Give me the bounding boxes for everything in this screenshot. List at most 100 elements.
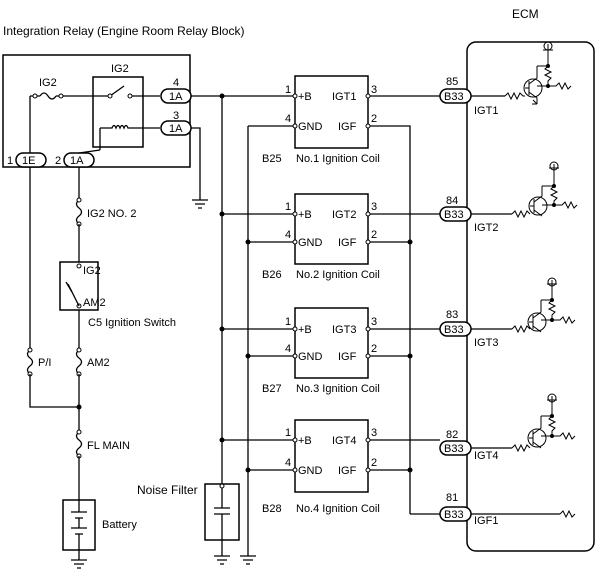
ignition-coil-3: 1 4 3 2 +B GND IGT3 IGF B27 No.3 Ignitio… <box>262 307 380 395</box>
svg-text:IGF: IGF <box>338 351 357 363</box>
svg-text:81: 81 <box>446 492 458 504</box>
resistor-icon <box>511 324 531 334</box>
svg-text:2: 2 <box>371 229 377 241</box>
ecm-pin-83: 83 B33 IGT3 <box>439 309 498 349</box>
svg-text:IGT4: IGT4 <box>332 435 356 447</box>
svg-text:2: 2 <box>371 457 377 469</box>
svg-text:No.4 Ignition Coil: No.4 Ignition Coil <box>296 503 380 515</box>
svg-text:IGT1: IGT1 <box>474 105 498 117</box>
ground-icon <box>192 199 208 209</box>
svg-text:+B: +B <box>298 91 312 103</box>
svg-text:No.3 Ignition Coil: No.3 Ignition Coil <box>296 383 380 395</box>
ecm-pin-81: 81 B33 IGF1 <box>439 492 498 527</box>
svg-text:B33: B33 <box>444 509 464 521</box>
svg-text:No.1 Ignition Coil: No.1 Ignition Coil <box>296 153 380 165</box>
svg-text:GND: GND <box>298 351 323 363</box>
relay-pin-2-num: 2 <box>55 155 61 167</box>
svg-text:85: 85 <box>446 76 458 88</box>
svg-text:+B: +B <box>298 209 312 221</box>
fl-main-fuse-icon <box>75 431 83 457</box>
svg-text:1: 1 <box>285 84 291 96</box>
svg-text:+B: +B <box>298 435 312 447</box>
fl-main-label: FL MAIN <box>87 440 130 452</box>
relay-coil-icon <box>100 124 143 130</box>
resistor-icon <box>511 443 531 453</box>
transistor-circuit-2 <box>471 161 578 219</box>
battery-label: Battery <box>102 519 137 531</box>
switch-am2-label: AM2 <box>83 297 106 309</box>
svg-text:3: 3 <box>371 427 377 439</box>
svg-text:3: 3 <box>371 84 377 96</box>
am2-fuse-icon <box>75 349 83 375</box>
relay-pin-1-num: 1 <box>7 155 13 167</box>
capacitor-icon <box>214 488 230 540</box>
svg-text:B26: B26 <box>262 269 282 281</box>
battery-ground-icon <box>71 559 87 569</box>
svg-text:IGF: IGF <box>338 465 357 477</box>
svg-text:1: 1 <box>285 201 291 213</box>
svg-text:GND: GND <box>298 465 323 477</box>
ground-bus-ground-icon <box>240 555 256 565</box>
battery-icon <box>71 500 87 550</box>
ig2-fuse-label: IG2 <box>39 77 57 89</box>
relay-pin-4-num: 4 <box>173 77 179 89</box>
svg-text:2: 2 <box>371 343 377 355</box>
svg-text:IGF: IGF <box>338 121 357 133</box>
svg-text:B27: B27 <box>262 383 282 395</box>
svg-text:B33: B33 <box>444 324 464 336</box>
svg-text:GND: GND <box>298 237 323 249</box>
pi-fuse-icon <box>26 349 34 375</box>
ig2-no2-label: IG2 NO. 2 <box>87 208 137 220</box>
relay-pin-3-num: 3 <box>173 110 179 122</box>
svg-text:83: 83 <box>446 309 458 321</box>
svg-text:3: 3 <box>371 316 377 328</box>
ignition-coil-1: 1 4 3 2 +B GND IGT1 IGF B25 No.1 Ignitio… <box>262 75 380 165</box>
svg-text:B33: B33 <box>444 443 464 455</box>
svg-text:IGT3: IGT3 <box>332 324 356 336</box>
switch-ig2-label: IG2 <box>83 265 101 277</box>
svg-text:4: 4 <box>285 229 291 241</box>
ecm-pin-85: 85 B33 IGT1 <box>439 76 498 117</box>
svg-text:4: 4 <box>285 113 291 125</box>
svg-text:IGT1: IGT1 <box>332 91 356 103</box>
resistor-icon <box>511 209 531 219</box>
igf-bus <box>368 125 411 514</box>
ecm-pin-84: 84 B33 IGT2 <box>439 195 498 234</box>
ecm-title: ECM <box>512 7 539 21</box>
svg-text:82: 82 <box>446 429 458 441</box>
svg-text:IGF: IGF <box>338 237 357 249</box>
svg-text:1: 1 <box>285 427 291 439</box>
svg-text:No.2 Ignition Coil: No.2 Ignition Coil <box>296 269 380 281</box>
svg-text:2: 2 <box>371 113 377 125</box>
svg-text:IGF1: IGF1 <box>474 515 498 527</box>
noise-filter-label: Noise Filter <box>137 483 198 497</box>
svg-text:B33: B33 <box>444 209 464 221</box>
relay-pin-1-conn: 1E <box>22 155 35 167</box>
relay-pin-3-conn: 1A <box>169 123 183 135</box>
svg-text:4: 4 <box>285 457 291 469</box>
relay-pin-4-conn: 1A <box>169 91 183 103</box>
noise-filter-ground-icon <box>214 555 230 565</box>
svg-text:4: 4 <box>285 343 291 355</box>
relay-pin-2-conn: 1A <box>70 155 84 167</box>
svg-text:GND: GND <box>298 121 323 133</box>
ignition-coil-2: 1 4 3 2 +B GND IGT2 IGF B26 No.2 Ignitio… <box>262 193 380 281</box>
svg-text:3: 3 <box>371 201 377 213</box>
igf-input-circuit <box>471 509 576 519</box>
am2-fuse-label: AM2 <box>87 357 110 369</box>
ignition-coil-4: 1 4 3 2 +B GND IGT4 IGF B28 No.4 Ignitio… <box>262 419 380 515</box>
svg-text:IGT2: IGT2 <box>332 209 356 221</box>
transistor-circuit-3 <box>471 277 576 334</box>
resistor-icon <box>504 91 525 101</box>
ignition-switch-label: C5 Ignition Switch <box>88 317 176 329</box>
svg-text:B25: B25 <box>262 153 282 165</box>
pi-fuse-label: P/I <box>38 357 51 369</box>
ignition-switch[interactable] <box>59 261 99 311</box>
power-bus <box>191 95 223 440</box>
svg-text:+B: +B <box>298 324 312 336</box>
transistor-circuit-1 <box>471 41 572 105</box>
svg-text:84: 84 <box>446 195 458 207</box>
ig2-relay <box>92 76 144 148</box>
svg-text:B33: B33 <box>444 91 464 103</box>
svg-text:1: 1 <box>285 316 291 328</box>
